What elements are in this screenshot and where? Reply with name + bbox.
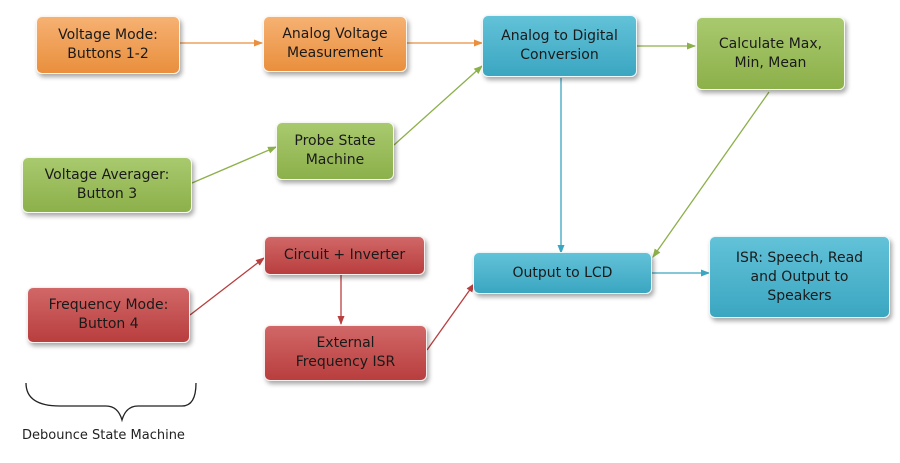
edge-probe-state-to-adc — [393, 65, 483, 146]
node-output-to-lcd: Output to LCD — [473, 252, 652, 294]
edge-frequency-mode-to-circuit-inverter — [189, 257, 265, 316]
node-isr-speech: ISR: Speech, Read and Output to Speakers — [709, 236, 890, 318]
debounce-caption: Debounce State Machine — [22, 428, 185, 443]
node-external-frequency-isr: External Frequency ISR — [264, 325, 427, 381]
node-voltage-mode: Voltage Mode: Buttons 1-2 — [36, 16, 180, 74]
node-analog-to-digital-conversion: Analog to Digital Conversion — [482, 15, 637, 77]
edge-calc-to-output-lcd — [652, 91, 770, 258]
node-circuit-inverter: Circuit + Inverter — [264, 236, 425, 275]
node-frequency-mode: Frequency Mode: Button 4 — [27, 287, 190, 343]
edge-external-isr-to-output-lcd — [426, 283, 475, 351]
debounce-brace — [25, 382, 197, 423]
node-probe-state-machine: Probe State Machine — [276, 122, 394, 180]
node-analog-voltage-measurement: Analog Voltage Measurement — [263, 16, 407, 72]
edge-voltage-averager-to-probe-state — [191, 146, 277, 184]
node-voltage-averager: Voltage Averager: Button 3 — [22, 157, 192, 213]
node-calculate-max-min-mean: Calculate Max, Min, Mean — [696, 17, 845, 90]
